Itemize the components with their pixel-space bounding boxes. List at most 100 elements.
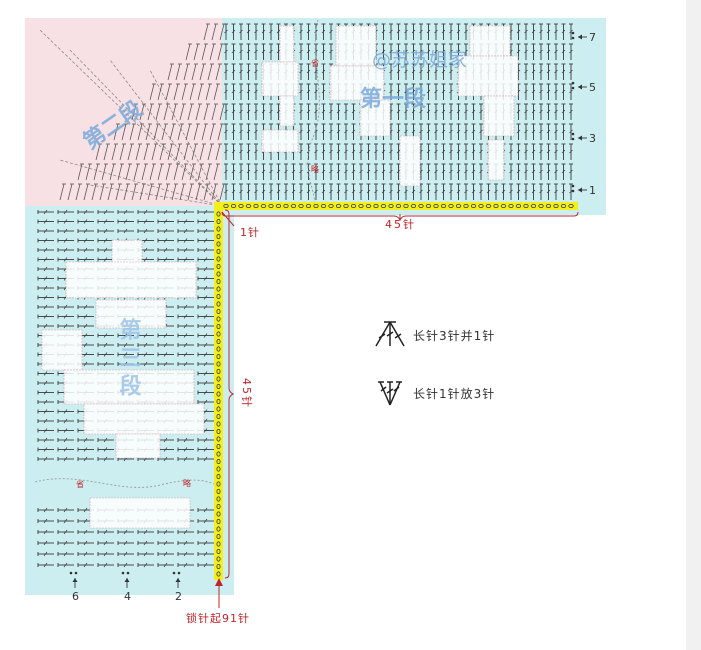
corner-stitch <box>135 143 141 161</box>
corner-stitch <box>219 103 225 121</box>
chain-stitch <box>260 203 267 208</box>
chain-stitch <box>216 406 221 412</box>
chain-stitch <box>216 571 221 577</box>
chain-stitch <box>245 203 252 208</box>
corner-stitch <box>123 183 129 201</box>
chain-dots <box>216 203 574 577</box>
motif-block <box>279 25 295 63</box>
corner-stitch <box>165 163 171 181</box>
chain-stitch <box>216 548 221 555</box>
corner-stitch <box>215 63 221 81</box>
chain-stitch <box>290 203 297 208</box>
motif-block <box>335 25 377 67</box>
chain-stitch <box>418 203 424 208</box>
chain-stitch <box>216 376 221 382</box>
chain-stitch <box>216 556 221 562</box>
chain-stitch <box>216 211 221 217</box>
chain-stitch <box>493 203 499 208</box>
corner-stitch <box>111 143 117 161</box>
chain-stitch <box>216 346 221 352</box>
chain-stitch <box>560 203 567 208</box>
omit-label-left-b: 略 <box>183 478 191 488</box>
chain-stitch <box>216 331 221 337</box>
chain-stitch <box>216 271 221 277</box>
motif-block <box>65 261 197 299</box>
corner-stitch <box>59 183 65 201</box>
corner-stitch <box>155 103 161 121</box>
chain-stitch <box>216 361 221 367</box>
motif-block <box>279 95 295 127</box>
motif-block <box>95 299 167 329</box>
chain-stitch <box>508 203 514 208</box>
motif-block <box>457 55 519 97</box>
chain-stitch <box>216 466 221 472</box>
corner-stitch <box>209 123 215 141</box>
legend-text-2: 长针1针放3针 <box>413 386 495 401</box>
corner-stitch <box>181 83 187 101</box>
omit-label-left-a: 省 <box>76 479 84 489</box>
dc3tog-symbol <box>375 321 405 347</box>
chain-stitch <box>403 203 409 208</box>
corner-stitch <box>91 183 97 201</box>
corner-stitch <box>171 183 177 201</box>
chain-stitch <box>440 203 447 208</box>
corner-stitch <box>189 83 195 101</box>
corner-stitch <box>177 123 183 141</box>
chain-stitch <box>216 218 221 225</box>
motif-block <box>487 139 505 181</box>
corner-stitch <box>213 163 219 181</box>
motif-block <box>89 497 191 529</box>
chain-stitch <box>328 203 334 208</box>
corner-stitch <box>137 123 143 141</box>
corner-stitch <box>115 183 121 201</box>
one-stitch-arrow <box>221 211 235 227</box>
chain-stitch <box>216 443 221 450</box>
chain-stitch <box>410 203 417 208</box>
corner-stitch <box>173 83 179 101</box>
motif-block <box>111 239 143 267</box>
corner-stitch <box>143 143 149 161</box>
chain-stitch <box>305 203 312 208</box>
corner-stitch <box>131 103 137 121</box>
chain-stitch <box>216 241 221 247</box>
corner-stitch <box>189 163 195 181</box>
corner-stitch <box>201 123 207 141</box>
legend-text-1: 长针3针并1针 <box>413 328 495 343</box>
chain-stitch <box>230 203 237 208</box>
chain-stitch <box>268 203 274 208</box>
corner-stitch <box>215 143 221 161</box>
chain-stitch <box>216 248 221 255</box>
corner-stitch-grid <box>59 23 226 201</box>
corner-stitch <box>153 123 159 141</box>
corner-stitch <box>199 143 205 161</box>
corner-stitch <box>163 103 169 121</box>
corner-stitch <box>131 183 137 201</box>
chain-stitch <box>283 203 289 208</box>
corner-stitch <box>167 143 173 161</box>
corner-stitch <box>125 163 131 181</box>
corner-stitch <box>75 183 81 201</box>
corner-stitch <box>149 163 155 181</box>
corner-stitch <box>185 43 191 61</box>
chain-stitch <box>216 518 221 525</box>
motif-block <box>83 403 205 435</box>
chain-stitch <box>216 473 221 480</box>
corner-stitch <box>157 83 163 101</box>
corner-stitch <box>219 183 225 201</box>
corner-stitch <box>207 143 213 161</box>
chain-stitch <box>553 203 559 208</box>
corner-stitch <box>211 103 217 121</box>
corner-stitch <box>203 103 209 121</box>
chain-stitch <box>216 451 221 457</box>
corner-stitch <box>217 43 223 61</box>
corner-stitch <box>95 143 101 161</box>
openwork-motifs <box>41 25 519 529</box>
corner-stitch <box>99 183 105 201</box>
chain-stitch <box>568 203 574 208</box>
column-number-label: 4 <box>124 590 131 603</box>
chain-stitch <box>216 481 221 487</box>
chain-stitch <box>515 203 522 208</box>
chain-stitch <box>216 353 221 360</box>
chain-stitch <box>216 368 221 375</box>
